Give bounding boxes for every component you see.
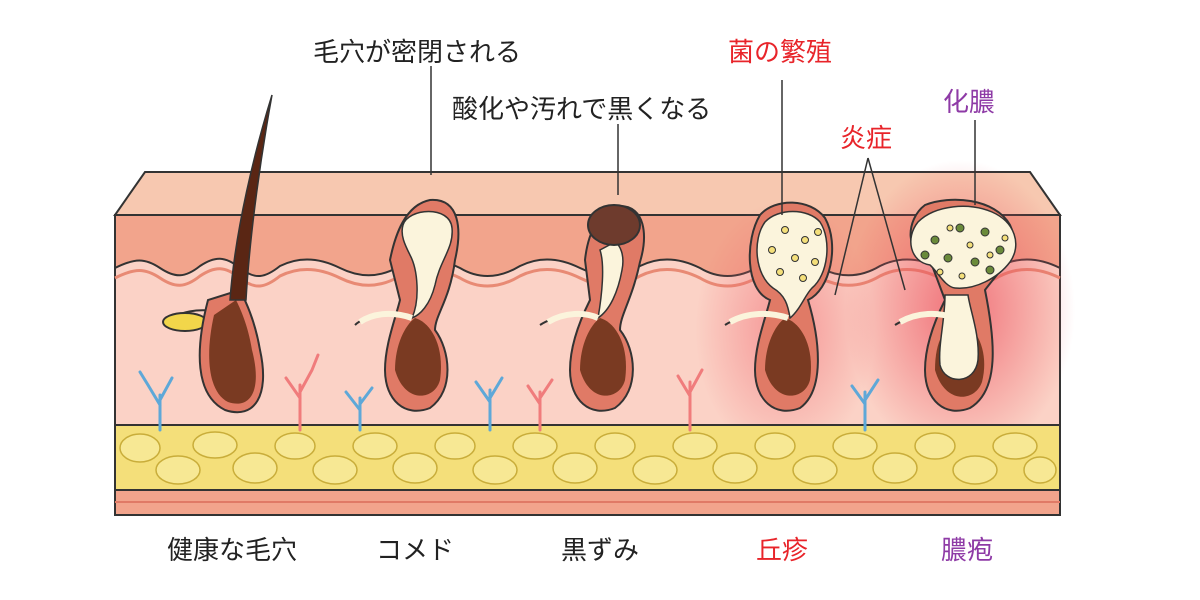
stage-label: 健康な毛穴 [167, 538, 297, 564]
stage-label: 丘疹 [756, 538, 808, 564]
annotation-suppuration: 化膿 [943, 90, 995, 116]
oxidized-plug [588, 205, 640, 245]
annotation-inflammation: 炎症 [840, 126, 892, 152]
stage-label: コメド [376, 538, 454, 564]
annotation-oxidized: 酸化や汚れで黒くなる [452, 97, 711, 123]
annotation-pore-sealed: 毛穴が密閉される [313, 40, 521, 66]
stage-label: 黒ずみ [561, 538, 639, 564]
stage-label: 膿疱 [941, 538, 993, 564]
annotation-bacteria-growth: 菌の繁殖 [728, 40, 832, 66]
